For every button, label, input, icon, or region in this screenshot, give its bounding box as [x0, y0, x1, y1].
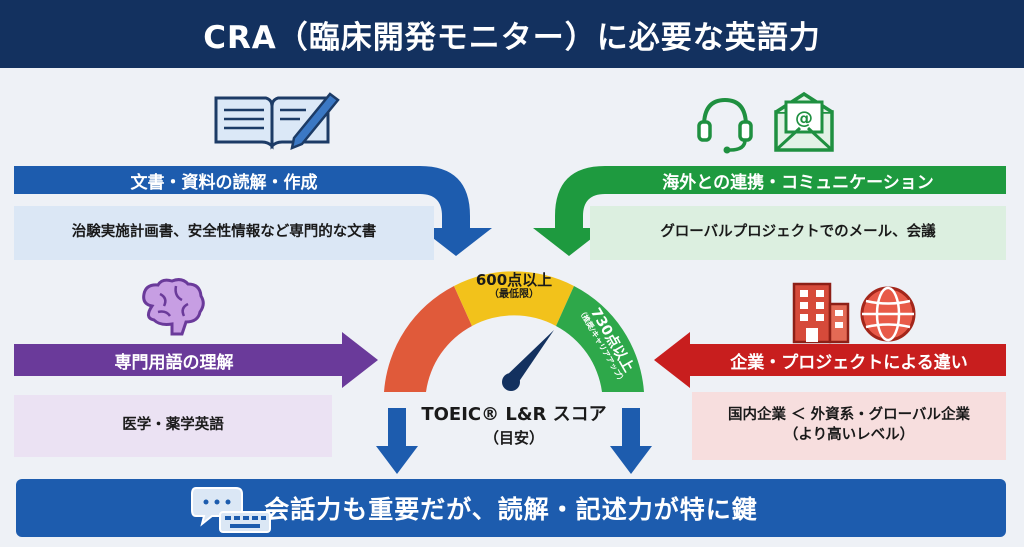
score-label: TOEIC® L&R スコア （目安） [402, 404, 626, 447]
footer-bar: 会話力も重要だが、読解・記述力が特に鍵 [16, 479, 1006, 537]
chat-keyboard-icon [191, 487, 271, 533]
title-bar: CRA（臨床開発モニター）に必要な英語力 [0, 0, 1024, 68]
company-body-line2: （より高いレベル） [783, 427, 915, 443]
company-heading: 企業・プロジェクトによる違い [696, 346, 1002, 374]
company-body: 国内企業 ＜ 外資系・グローバル企業 （より高いレベル） [692, 392, 1006, 460]
reading-arrow [14, 166, 492, 256]
headset-icon [697, 97, 753, 154]
svg-text:@: @ [795, 108, 813, 129]
reading-heading: 文書・資料の読解・作成 [14, 166, 434, 194]
gauge-yellow-line1: 600点以上 [475, 271, 553, 289]
open-book-pen-icon [214, 92, 340, 151]
terminology-heading: 専門用語の理解 [14, 346, 334, 374]
terminology-body-text: 医学・薬学英語 [122, 417, 224, 434]
brain-icon [142, 278, 205, 336]
gauge-yellow-line2: （最低限） [489, 289, 539, 301]
gauge-segment-green [556, 286, 644, 392]
overseas-body-text: グローバルプロジェクトでのメール、会議 [660, 224, 936, 241]
gauge-needle [506, 330, 554, 386]
reading-body: 治験実施計画書、安全性情報など専門的な文書 [14, 206, 434, 260]
score-gauge [376, 271, 652, 474]
footer-text: 会話力も重要だが、読解・記述力が特に鍵 [264, 495, 758, 524]
gauge-yellow-label: 600点以上 （最低限） [452, 271, 576, 301]
overseas-arrow [533, 166, 1006, 256]
reading-heading-text: 文書・資料の読解・作成 [130, 172, 318, 193]
overseas-heading: 海外との連携・コミュニケーション [590, 166, 1006, 194]
terminology-body: 医学・薬学英語 [14, 395, 332, 457]
terminology-arrow [14, 332, 378, 388]
terminology-heading-text: 専門用語の理解 [114, 352, 234, 373]
overseas-heading-text: 海外との連携・コミュニケーション [662, 172, 934, 193]
office-building-icon [792, 282, 850, 344]
company-heading-text: 企業・プロジェクトによる違い [730, 352, 968, 373]
email-icon: @ [774, 91, 834, 152]
overseas-body: グローバルプロジェクトでのメール、会議 [590, 206, 1006, 260]
gauge-hub [502, 373, 520, 391]
score-label-main: TOEIC® L&R スコア [421, 404, 607, 425]
score-label-sub: （目安） [483, 428, 544, 447]
gauge-segment-yellow [454, 271, 574, 326]
gauge-down-arrow-right [610, 408, 652, 474]
gauge-segment-red [384, 286, 472, 392]
reading-body-text: 治験実施計画書、安全性情報など専門的な文書 [71, 224, 377, 241]
company-arrow [654, 332, 1006, 388]
company-body-line1: 国内企業 ＜ 外資系・グローバル企業 [728, 407, 970, 424]
globe-icon [860, 286, 916, 342]
gauge-down-arrow-left [376, 408, 418, 474]
page-title: CRA（臨床開発モニター）に必要な英語力 [203, 19, 821, 56]
